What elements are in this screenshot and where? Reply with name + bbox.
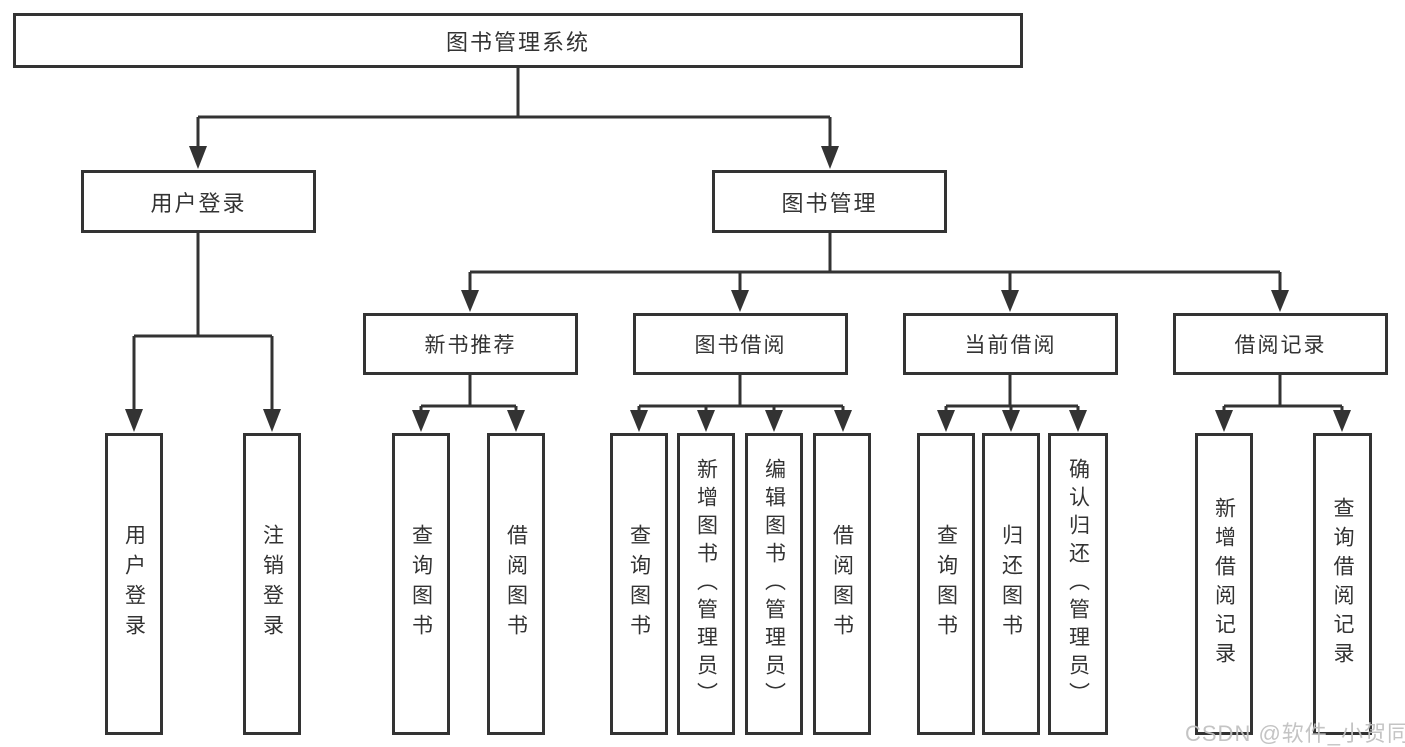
leaf-records-add-record: 新增借阅记录 xyxy=(1195,433,1253,735)
arrow-nb-child-1 xyxy=(412,410,430,432)
connector-records xyxy=(1222,375,1344,412)
arrow-l3-borrowing xyxy=(731,290,749,312)
leaf-borrowing-query-books: 查询图书 xyxy=(610,433,668,735)
arrow-book-mgmt-box xyxy=(821,146,839,169)
arrow-l3-new-books xyxy=(461,290,479,312)
leaf-logout: 注销登录 xyxy=(243,433,301,735)
connector-new-books xyxy=(419,375,518,412)
node-borrowing-records: 借阅记录 xyxy=(1173,313,1388,375)
arrow-br-child-1 xyxy=(1215,410,1233,432)
node-user-login: 用户登录 xyxy=(81,170,316,233)
leaf-borrowing-borrow-books: 借阅图书 xyxy=(813,433,871,735)
arrow-nb-child-2 xyxy=(507,410,525,432)
node-book-management: 图书管理 xyxy=(712,170,947,233)
leaf-user-login: 用户登录 xyxy=(105,433,163,735)
csdn-watermark: CSDN @软件_小贺同学 xyxy=(1185,721,1405,746)
arrow-bb-child-1 xyxy=(630,410,648,432)
connector-user-login xyxy=(132,232,274,411)
node-current-borrowing: 当前借阅 xyxy=(903,313,1118,375)
leaf-current-return-books: 归还图书 xyxy=(982,433,1040,735)
connector-borrowing xyxy=(637,375,845,412)
connector-root-stem xyxy=(196,68,832,148)
arrow-bb-child-3 xyxy=(765,410,783,432)
node-new-book-recommend: 新书推荐 xyxy=(363,313,578,375)
arrow-cb-child-2 xyxy=(1002,410,1020,432)
arrow-bb-child-4 xyxy=(834,410,852,432)
connector-book-mgmt xyxy=(468,232,1282,292)
arrow-l3-current xyxy=(1001,290,1019,312)
arrow-login-child-1 xyxy=(125,409,143,432)
leaf-records-query-record: 查询借阅记录 xyxy=(1313,433,1372,735)
node-system-root: 图书管理系统 xyxy=(13,13,1023,68)
arrow-login-child-2 xyxy=(263,409,281,432)
arrow-cb-child-1 xyxy=(937,410,955,432)
leaf-current-confirm-return-admin: 确认归还（管理员） xyxy=(1048,433,1108,735)
arrow-cb-child-3 xyxy=(1069,410,1087,432)
arrow-bb-child-2 xyxy=(697,410,715,432)
connector-current xyxy=(944,375,1080,412)
arrow-user-login-box xyxy=(189,146,207,169)
leaf-current-query-books: 查询图书 xyxy=(917,433,975,735)
arrow-l3-records xyxy=(1271,290,1289,312)
leaf-newbooks-borrow-books: 借阅图书 xyxy=(487,433,545,735)
node-book-borrowing: 图书借阅 xyxy=(633,313,848,375)
leaf-newbooks-query-books: 查询图书 xyxy=(392,433,450,735)
leaf-borrowing-edit-books-admin: 编辑图书（管理员） xyxy=(745,433,803,735)
leaf-borrowing-add-books-admin: 新增图书（管理员） xyxy=(677,433,735,735)
arrow-br-child-2 xyxy=(1333,410,1351,432)
